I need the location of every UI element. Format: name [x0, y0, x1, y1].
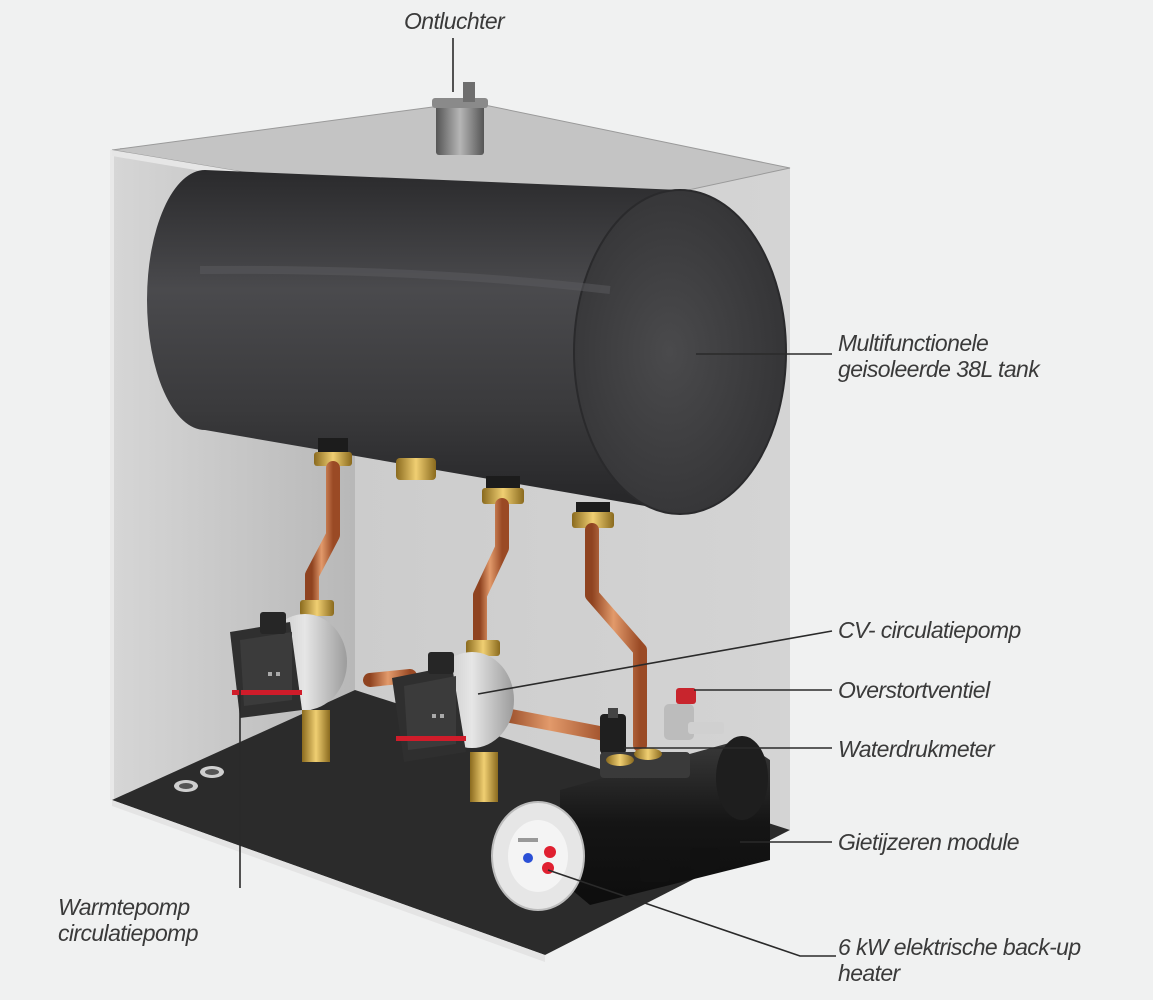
buffer-tank: [147, 170, 787, 515]
label-overflow-valve: Overstortventiel: [838, 677, 990, 703]
label-cast-iron-module-text: Gietijzeren module: [838, 829, 1020, 855]
label-heatpump-pump: Warmtepomp circulatiepomp: [58, 894, 198, 946]
label-backup-heater: 6 kW elektrische back-up heater: [838, 934, 1081, 986]
label-cast-iron-module: Gietijzeren module: [838, 829, 1020, 855]
label-cv-pump-text: CV- circulatiepomp: [838, 617, 1021, 643]
label-ontluchter: Ontluchter: [404, 8, 505, 34]
label-pressure-gauge-text: Waterdrukmeter: [838, 736, 995, 762]
label-ontluchter-text: Ontluchter: [404, 8, 505, 34]
label-backup-heater-line2: heater: [838, 960, 900, 986]
air-vent: [432, 82, 488, 155]
label-backup-heater-line1: 6 kW elektrische back-up: [838, 934, 1081, 960]
leader-lines: [239, 38, 836, 957]
cv-circulation-pump: [392, 640, 514, 802]
tank-fittings: [314, 438, 614, 528]
label-heatpump-pump-line1: Warmtepomp: [58, 894, 190, 920]
water-pressure-gauge: [600, 708, 626, 754]
overflow-valve: [664, 688, 724, 740]
backup-heater-flange: [491, 801, 585, 911]
cast-iron-module: [560, 736, 770, 905]
heatpump-circulation-pump: [230, 600, 347, 762]
label-tank-line2: geisoleerde 38L tank: [838, 356, 1040, 382]
label-overflow-valve-text: Overstortventiel: [838, 677, 990, 703]
label-heatpump-pump-line2: circulatiepomp: [58, 920, 198, 946]
label-cv-pump: CV- circulatiepomp: [838, 617, 1021, 643]
label-tank: Multifunctionele geisoleerde 38L tank: [838, 330, 1040, 382]
label-tank-line1: Multifunctionele: [838, 330, 989, 356]
label-pressure-gauge: Waterdrukmeter: [838, 736, 995, 762]
